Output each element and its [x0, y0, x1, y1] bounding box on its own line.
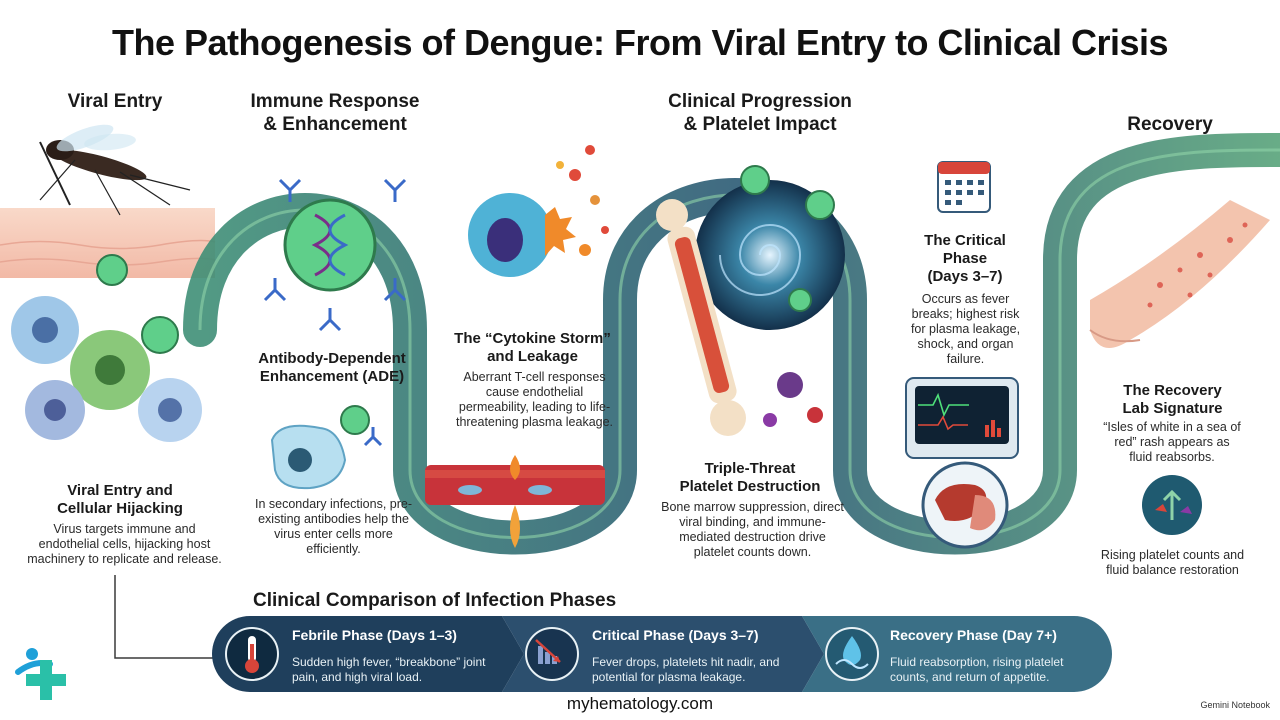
myhematology-logo [15, 648, 66, 700]
ade-body: In secondary infections, pre-existing an… [254, 497, 413, 556]
phase-comparison-band [212, 616, 1112, 692]
recovery-lab-body: “Isles of white in a sea of red” rash ap… [1103, 420, 1241, 464]
section-label-immune-response: Immune Response & Enhancement [250, 91, 420, 135]
ade-cell-illustration [270, 405, 383, 490]
calendar-icon [937, 161, 991, 213]
critical-phase-body: Occurs as fever breaks; highest risk for… [910, 292, 1021, 366]
thermometer-icon [225, 627, 279, 681]
footer-url[interactable]: myhematology.com [566, 694, 714, 713]
declining-chart-icon [525, 627, 579, 681]
liver-organ-icon [921, 461, 1009, 549]
bone-marrow-illustration [656, 165, 845, 436]
connector-line [114, 575, 215, 659]
ade-heading: Antibody-Dependent Enhancement (ADE) [258, 350, 406, 385]
recovery-phase-title: Recovery Phase (Day 7+) [890, 627, 1057, 643]
section-label-viral-entry: Viral Entry [67, 91, 163, 112]
recovery-lab-heading: The Recovery Lab Signature [1122, 382, 1223, 417]
gemini-notebook-badge: Gemini Notebook [1200, 700, 1270, 710]
virus-antibody-illustration [263, 178, 407, 332]
section-label-recovery: Recovery [1127, 114, 1213, 135]
critical-phase-heading: The Critical Phase (Days 3–7) [924, 232, 1006, 285]
febrile-phase-title: Febrile Phase (Days 1–3) [292, 627, 457, 643]
section-label-clinical-progression: Clinical Progression & Platelet Impact [668, 91, 852, 135]
cytokine-storm-illustration [468, 145, 609, 277]
critical-phase-title: Critical Phase (Days 3–7) [592, 627, 759, 643]
recovery-restore-text: Rising platelet counts and fluid balance… [1100, 548, 1245, 577]
viral-entry-heading: Viral Entry and Cellular Hijacking [57, 482, 183, 517]
comparison-heading: Clinical Comparison of Infection Phases [253, 590, 617, 611]
infected-cells-cluster [11, 254, 202, 442]
recovery-phase-band-body: Fluid reabsorption, rising platelet coun… [890, 655, 1064, 684]
blood-vessel-illustration [425, 455, 605, 548]
vital-signs-monitor-icon [905, 377, 1019, 459]
cytokine-storm-body: Aberrant T-cell responses cause endothel… [455, 370, 614, 429]
cytokine-storm-heading: The “Cytokine Storm” and Leakage [454, 330, 611, 365]
platelet-recovery-icon [1142, 475, 1202, 535]
platelet-destruction-body: Bone marrow suppression, direct viral bi… [661, 500, 844, 559]
febrile-phase-body: Sudden high fever, “breakbone” joint pai… [292, 655, 486, 684]
platelet-destruction-heading: Triple-Threat Platelet Destruction [679, 460, 821, 495]
critical-phase-band-body: Fever drops, platelets hit nadir, and po… [592, 655, 780, 684]
water-drop-icon [825, 627, 879, 681]
viral-entry-body: Virus targets immune and endothelial cel… [27, 522, 222, 566]
mosquito-illustration [39, 124, 191, 216]
page-title: The Pathogenesis of Dengue: From Viral E… [111, 22, 1169, 63]
rash-arm-illustration [1089, 200, 1270, 348]
